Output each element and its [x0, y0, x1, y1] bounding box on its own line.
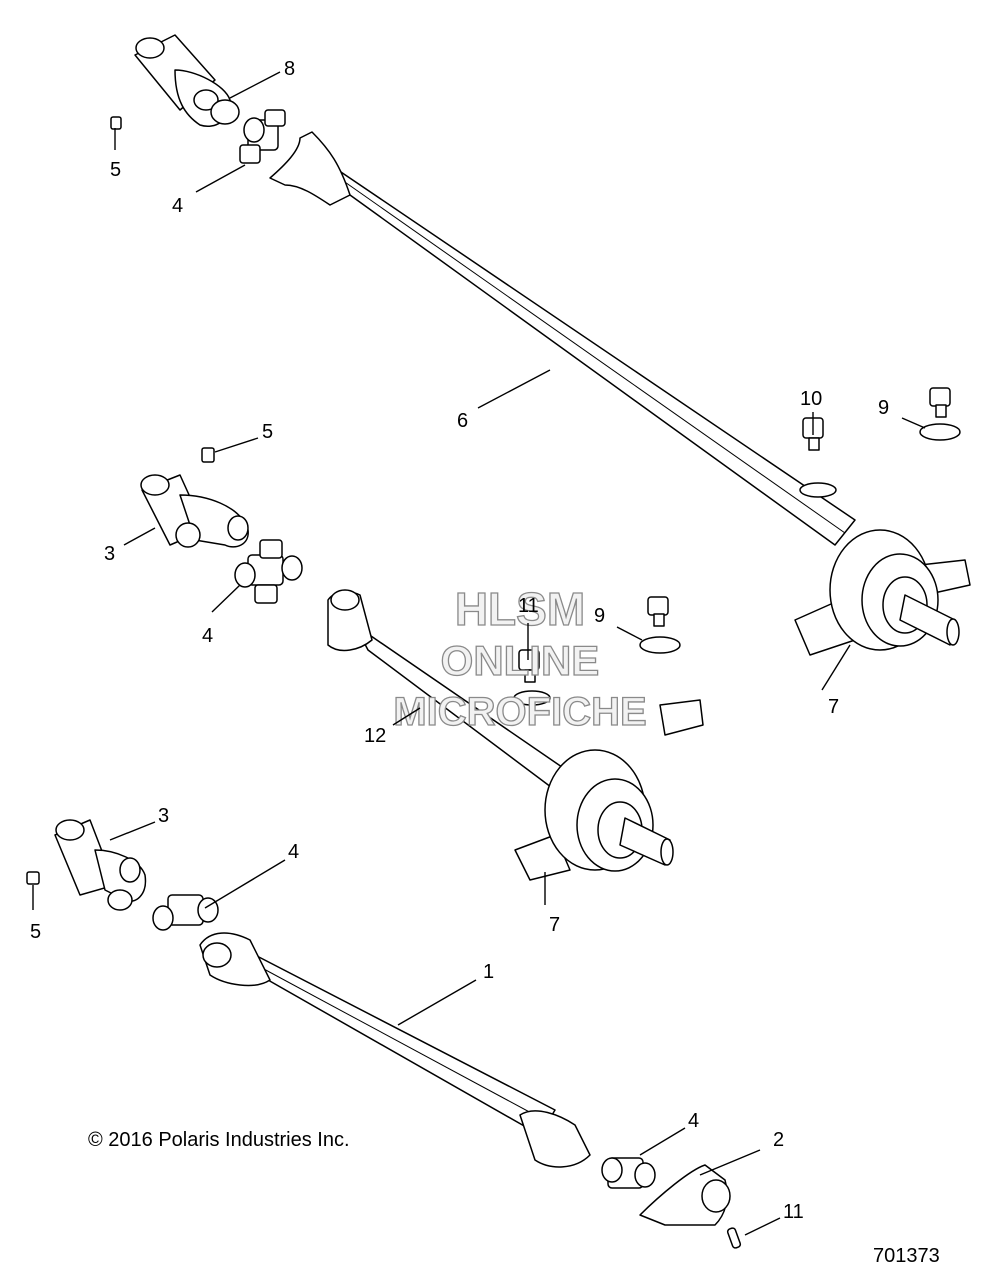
- slip-yoke-middle: [140, 474, 249, 548]
- bolt-washer-9-middle: [639, 596, 681, 654]
- callout-5-middle: 5: [262, 421, 273, 443]
- watermark-line-2: ONLINE: [441, 637, 600, 684]
- carrier-bearing-upper: [794, 529, 971, 656]
- callout-12: 12: [364, 725, 386, 747]
- leader-lines: [32, 71, 926, 1236]
- u-joint-lower-right: [601, 1157, 656, 1189]
- callout-4-lower-right: 4: [688, 1110, 699, 1132]
- slip-yoke-upper: [134, 34, 240, 127]
- callout-3-middle: 3: [104, 543, 115, 565]
- pin-11: [726, 1227, 742, 1249]
- callout-4-middle: 4: [202, 625, 213, 647]
- watermark-line-1: HLSM: [455, 583, 585, 635]
- u-joint-upper: [239, 109, 286, 164]
- slip-yoke-lower: [54, 819, 147, 911]
- u-joint-lower: [152, 894, 219, 931]
- callout-2: 2: [773, 1129, 784, 1151]
- carrier-bearing-middle: [514, 699, 704, 881]
- callout-10: 10: [800, 388, 822, 410]
- drive-shaft-middle: [327, 589, 611, 821]
- yoke-lower-right: [639, 1164, 731, 1226]
- callout-4-lower: 4: [288, 841, 299, 863]
- callout-4-upper: 4: [172, 195, 183, 217]
- watermark: HLSM ONLINE MICROFICHE: [393, 582, 648, 734]
- callout-6: 6: [457, 410, 468, 432]
- watermark-line-3: MICROFICHE: [393, 690, 646, 734]
- callout-3-lower: 3: [158, 805, 169, 827]
- reference-number: 701373: [873, 1245, 940, 1267]
- copyright-text: © 2016 Polaris Industries Inc.: [88, 1129, 350, 1151]
- callout-5-upper: 5: [110, 159, 121, 181]
- callout-7-middle: 7: [549, 914, 560, 936]
- callout-8: 8: [284, 58, 295, 80]
- callout-11-middle: 11: [518, 595, 539, 617]
- callout-9-upper: 9: [878, 397, 889, 419]
- bolt-washer-10: [799, 417, 837, 498]
- callout-7-upper: 7: [828, 696, 839, 718]
- bolt-washer-11: [513, 649, 551, 706]
- bolt-washer-9-upper: [919, 387, 961, 441]
- drive-shaft-upper: [269, 131, 856, 546]
- grease-fitting-lower: [26, 871, 40, 885]
- callouts: 8 5 4 6 10 9 5 3 4 11 9 7 12 7 3 4 5 1 4…: [30, 58, 889, 1223]
- callout-9-middle: 9: [594, 605, 605, 627]
- callout-1: 1: [483, 961, 494, 983]
- callout-11-lower: 11: [783, 1201, 804, 1223]
- grease-fitting-upper: [110, 116, 122, 130]
- grease-fitting-middle: [201, 447, 215, 463]
- drive-shaft-lower: [199, 932, 591, 1168]
- u-joint-middle: [234, 539, 303, 604]
- callout-5-lower: 5: [30, 921, 41, 943]
